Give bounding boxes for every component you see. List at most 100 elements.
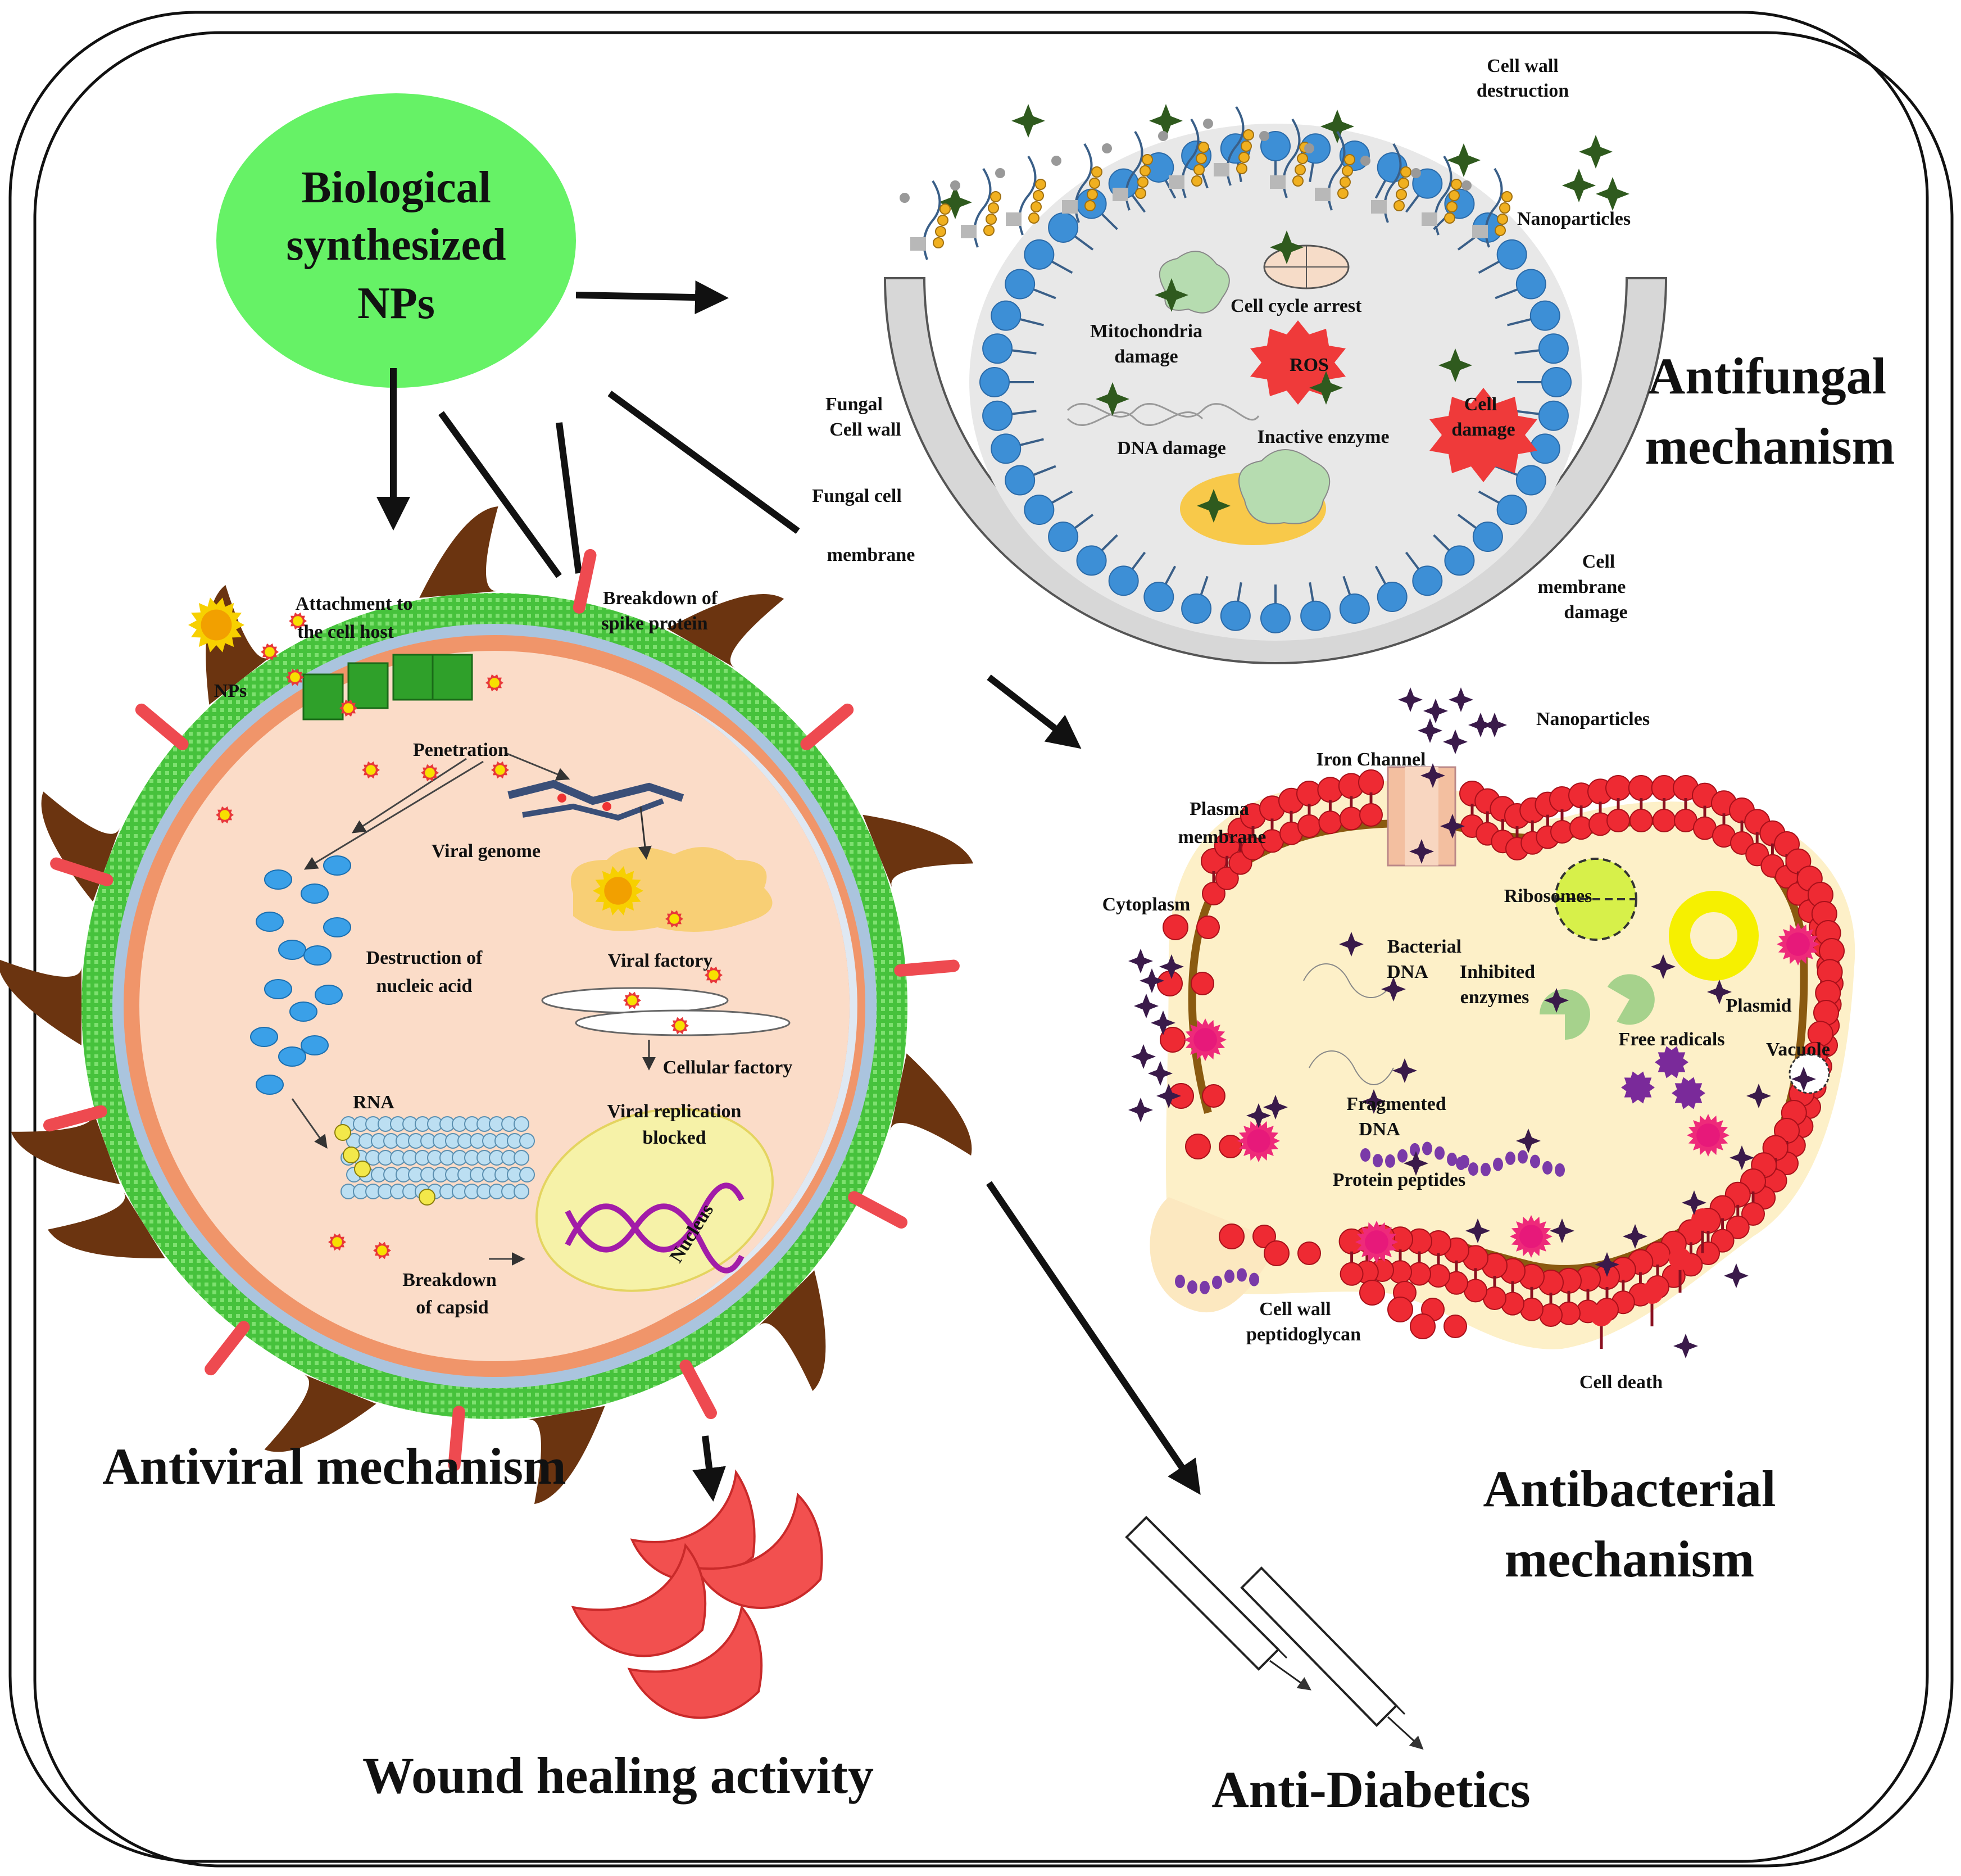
wall-block: [1006, 212, 1022, 226]
fungal-lipid-head: [1220, 600, 1251, 631]
center-line2: synthesized: [286, 220, 506, 270]
nanoparticle-star: [1381, 977, 1406, 1002]
peptide-dot: [1422, 1141, 1432, 1155]
membrane-head-inner: [1340, 1262, 1364, 1286]
wall-bead: [1342, 165, 1353, 176]
spike-rod: [679, 1360, 717, 1420]
label-ribosomes: Ribosomes: [1504, 886, 1592, 907]
nanoparticle-star: [1443, 729, 1468, 754]
title-antifungal-1: Antifungal: [1648, 347, 1886, 405]
nanoparticle-star: [1623, 1224, 1647, 1249]
wall-bead: [1499, 202, 1510, 214]
free-radical: [1621, 1071, 1655, 1104]
membrane-head-inner: [1252, 1225, 1276, 1248]
label-attachment-1: Attachment to: [296, 593, 413, 614]
peptide-dot: [1224, 1269, 1234, 1283]
nanoparticle-star: [1149, 104, 1183, 138]
membrane-head-inner: [1191, 972, 1214, 995]
rna-yellow: [419, 1189, 435, 1206]
label-viral-factory: Viral factory: [608, 950, 713, 971]
cell-damage-burst: [1429, 388, 1537, 482]
label-cell-damage-2: damage: [1451, 419, 1515, 440]
nanoparticle-star: [1263, 1095, 1288, 1120]
arrow-to-antifungal: [575, 280, 729, 315]
label-mitochondria-2: damage: [1114, 346, 1178, 367]
syringe-2: [1240, 1566, 1424, 1750]
spike-horn: [666, 594, 784, 668]
peptide-dot: [1385, 1154, 1395, 1168]
membrane-head-outer: [1317, 777, 1343, 803]
wall-bead: [1140, 165, 1151, 176]
label-bacterial-dna-1: Bacterial: [1387, 936, 1461, 957]
fungal-lipid-head: [1048, 212, 1079, 243]
peptide-dot: [1447, 1152, 1457, 1166]
line-to-attachment: [438, 411, 562, 578]
line-to-fungal-membrane: [607, 391, 800, 534]
peptide-dot: [1249, 1272, 1259, 1286]
membrane-head-outer: [1605, 775, 1631, 801]
wall-bead: [937, 215, 948, 226]
np-small: [373, 1241, 391, 1259]
free-radical: [1672, 1077, 1705, 1109]
label-cell-death: Cell death: [1579, 1372, 1663, 1393]
dangling-head: [1669, 1248, 1691, 1270]
label-dna-damage: DNA damage: [1117, 438, 1226, 459]
nanoparticle-star: [1404, 1151, 1428, 1176]
nanoparticle-star: [1320, 110, 1354, 143]
spike-rod: [50, 857, 114, 886]
nanoparticle-star: [1159, 954, 1184, 979]
free-radical: [1655, 1046, 1688, 1079]
spike-rod: [135, 703, 189, 750]
nanoparticle-star: [1151, 1010, 1175, 1035]
nanoparticle-star: [1465, 1218, 1490, 1243]
fungal-lipid-head: [1005, 465, 1036, 496]
wall-dot: [1461, 180, 1472, 191]
rna-yellow: [334, 1124, 351, 1141]
label-bacterial-nanoparticles: Nanoparticles: [1536, 709, 1650, 729]
nanoparticle-star: [1707, 980, 1732, 1004]
peptide-dot: [1542, 1161, 1553, 1175]
wall-bead: [1396, 189, 1407, 200]
title-antiviral: Antiviral mechanism: [102, 1438, 566, 1495]
nanoparticle-star: [1651, 954, 1676, 979]
fungal-lipid-head: [1377, 152, 1408, 183]
membrane-head-inner: [1318, 810, 1342, 835]
wall-bead: [1393, 200, 1405, 211]
arrow-to-wound: [692, 1435, 726, 1502]
nanoparticle-star: [1440, 814, 1465, 839]
np-small: [328, 1233, 346, 1251]
np-small: [665, 910, 683, 928]
label-cell-wall-2: peptidoglycan: [1246, 1324, 1361, 1345]
nucleic-blob: [264, 979, 292, 999]
fungal-lipid-head: [1300, 600, 1331, 631]
title-antifungal-2: mechanism: [1645, 418, 1895, 475]
np-small: [286, 668, 304, 686]
membrane-head-outer: [1387, 1297, 1413, 1322]
fungal-lipid-head: [991, 300, 1022, 331]
spike-rod: [573, 549, 597, 614]
nucleic-blob: [250, 1027, 278, 1047]
label-plasma-2: membrane: [1178, 827, 1267, 848]
fungal-lipid-head: [1412, 168, 1443, 199]
spike-rod: [448, 1406, 465, 1471]
peptide-dot: [1175, 1275, 1185, 1288]
wall-bead: [1295, 164, 1306, 175]
pink-spot: [1777, 923, 1819, 966]
np-small: [485, 674, 503, 692]
wall-bead: [1446, 201, 1458, 212]
peptide-dot: [1456, 1157, 1466, 1170]
membrane-head-outer: [1296, 781, 1322, 806]
peptide-dot: [1187, 1280, 1197, 1294]
label-cytoplasm: Cytoplasm: [1102, 894, 1191, 915]
wall-bead: [1236, 163, 1247, 174]
peptide-dot: [1530, 1154, 1540, 1168]
fungal-lipid-head: [1529, 300, 1560, 331]
peptide-dot: [1200, 1280, 1210, 1294]
wall-block: [1169, 175, 1184, 189]
label-replication-2: blocked: [642, 1127, 706, 1148]
wall-bead: [1449, 190, 1460, 201]
wall-dot: [1102, 143, 1112, 153]
fungal-lipid-head: [1515, 465, 1546, 496]
wall-dot: [1360, 156, 1370, 166]
wall-dot: [1051, 156, 1061, 166]
